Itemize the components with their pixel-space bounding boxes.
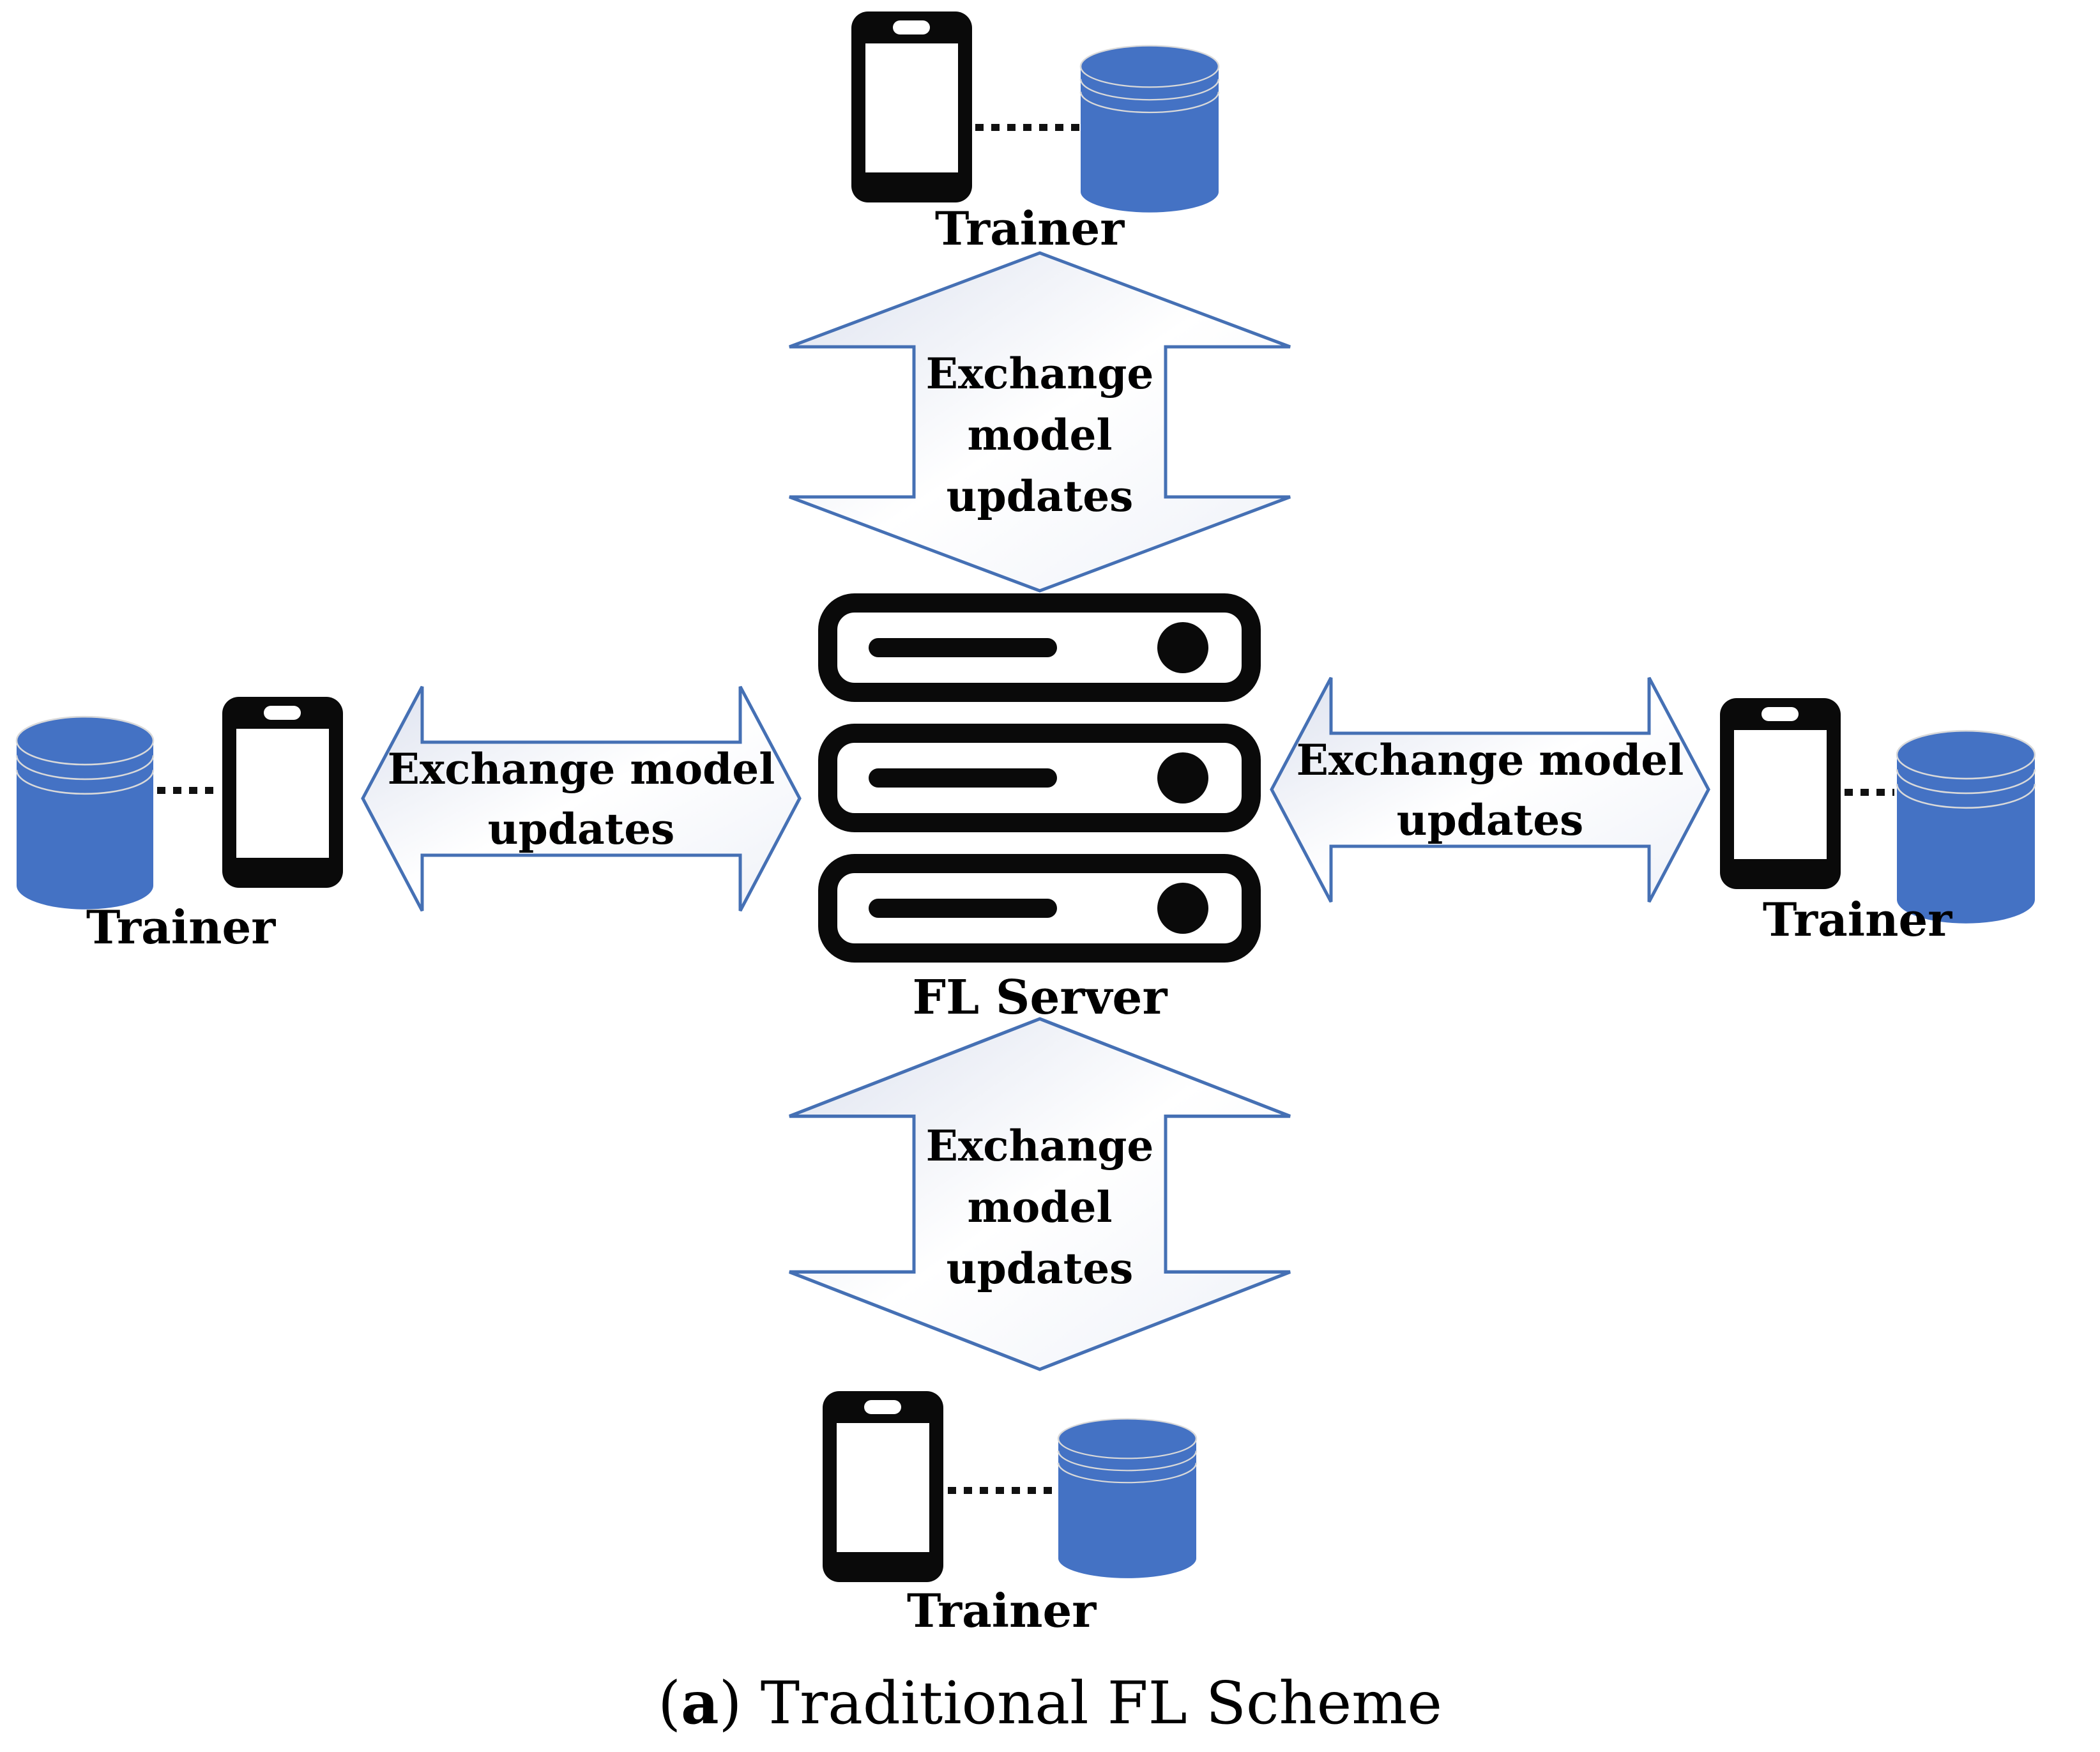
trainer-left-label: Trainer (86, 900, 276, 954)
double-arrow-right (1270, 676, 1710, 903)
phone-icon (823, 1391, 943, 1582)
arrow-label-line: Exchange model (387, 743, 775, 794)
caption-marker: a (680, 1668, 719, 1737)
caption-text: Traditional FL Scheme (742, 1669, 1442, 1737)
arrow-label-line: updates (946, 471, 1134, 521)
trainer-bottom-label: Trainer (906, 1583, 1097, 1638)
database-icon (1896, 729, 2036, 924)
phone-icon (222, 697, 343, 888)
arrow-right-label: Exchange model updates (1270, 676, 1710, 904)
figure-caption: (a) Traditional FL Scheme (0, 1668, 2100, 1737)
arrow-label-line: Exchange (925, 1120, 1154, 1171)
arrow-label-line: model (967, 1182, 1113, 1232)
fl-server-label: FL Server (912, 970, 1168, 1025)
trainer-top-label: Trainer (934, 201, 1125, 255)
caption-open-paren: ( (658, 1669, 681, 1737)
database-icon (1079, 45, 1220, 213)
phone-icon (1720, 698, 1841, 889)
phone-db-link (975, 124, 1079, 131)
arrow-label-line: updates (946, 1243, 1134, 1293)
double-arrow-left (361, 685, 802, 912)
arrow-label-line: model (967, 409, 1113, 460)
arrow-left-label: Exchange model updates (361, 685, 802, 913)
arrow-label-line: updates (1396, 795, 1584, 845)
arrow-bottom-label: Exchange model updates (788, 1017, 1292, 1371)
caption-close-paren: ) (719, 1669, 742, 1737)
database-icon (15, 715, 155, 910)
phone-icon (851, 11, 972, 202)
database-icon (1057, 1418, 1198, 1578)
phone-db-link (948, 1487, 1054, 1494)
phone-db-link (157, 787, 218, 794)
trainer-right-label: Trainer (1762, 892, 1952, 947)
arrow-label-line: Exchange model (1296, 735, 1684, 785)
server-rack-icon (818, 593, 1261, 963)
arrow-top-label: Exchange model updates (788, 251, 1292, 593)
arrow-label-line: updates (487, 804, 675, 854)
double-arrow-bottom (789, 1017, 1291, 1371)
arrow-label-line: Exchange (925, 348, 1154, 399)
phone-db-link (1845, 789, 1894, 796)
double-arrow-top (789, 251, 1291, 593)
